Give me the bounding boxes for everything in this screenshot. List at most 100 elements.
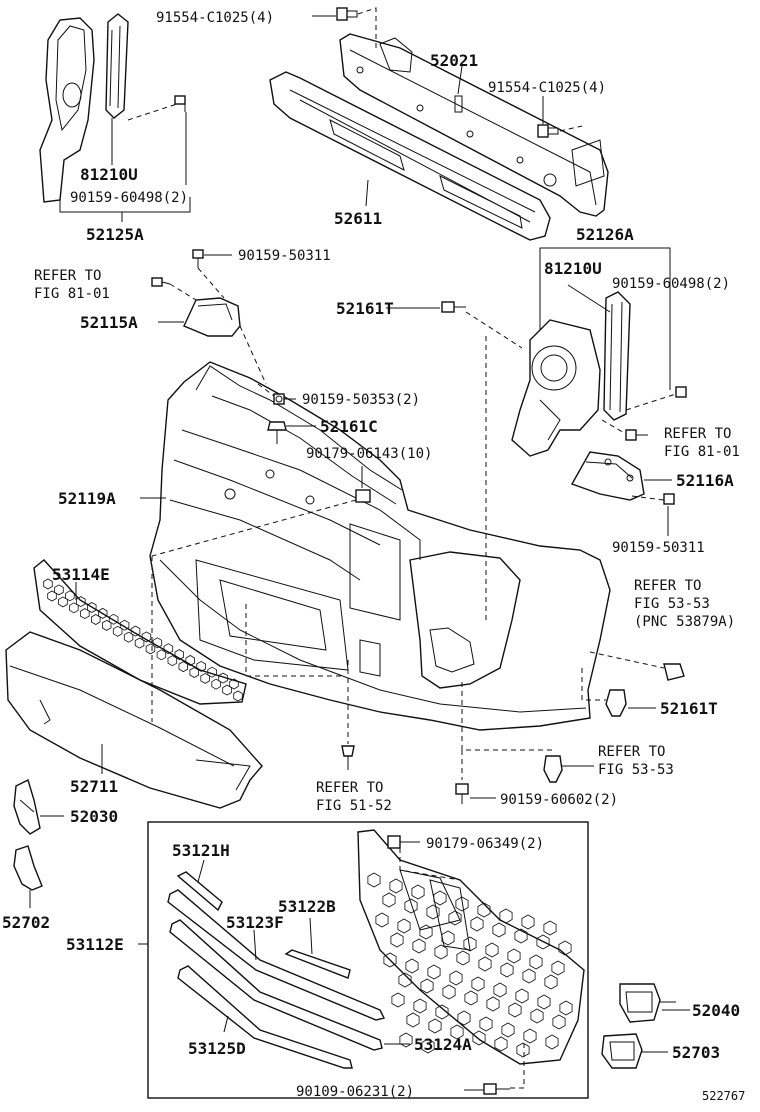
radiator-grille-illustration — [357, 829, 585, 1065]
retainer-right-illustration — [570, 451, 645, 501]
dash-screw-right — [625, 393, 677, 411]
label-bolt-right: 91554-C1025(4) — [488, 80, 606, 96]
leader-53121h — [197, 859, 205, 883]
dash-06349 — [399, 848, 461, 881]
dash-53879 — [589, 651, 665, 669]
dash-06143 — [151, 499, 357, 557]
clip-52161c-icon — [267, 421, 287, 444]
bolt-right-icon — [537, 124, 559, 138]
label-screw-left: 90159-60498(2) — [70, 190, 188, 206]
label-52126a: 52126A — [576, 225, 634, 244]
label-52125a: 52125A — [86, 225, 144, 244]
screw-50311-top-icon — [192, 249, 204, 268]
bumper-reinforcement-illustration — [339, 33, 609, 217]
label-52702: 52702 — [2, 913, 50, 932]
leader-52021 — [457, 65, 463, 95]
screw-50353-icon — [273, 393, 285, 405]
label-52711: 52711 — [70, 777, 118, 796]
label-ref-53-53-a-1: REFER TO — [634, 578, 701, 594]
label-ref-53-53-b-1: REFER TO — [598, 744, 665, 760]
leader-52611 — [365, 179, 369, 207]
leader-52126a — [539, 247, 671, 390]
dash-screw-left — [127, 102, 181, 121]
label-53125d: 53125D — [188, 1039, 246, 1058]
label-53123f: 53123F — [226, 913, 284, 932]
dash-52116a — [631, 495, 665, 501]
dash-52161t-bottom — [581, 668, 606, 701]
grille-assy-box — [147, 821, 589, 1099]
dash-retainer-left — [239, 325, 267, 385]
label-52161t-top: 52161T — [336, 299, 394, 318]
bracket-52703-illustration — [601, 1033, 643, 1069]
moulding-53123f-illustration — [167, 889, 386, 1021]
fastener-ref-53879a-icon — [663, 663, 685, 681]
nut-06349-icon — [387, 835, 401, 849]
leader-53122b — [309, 917, 313, 955]
label-ref-81-01-left-b: FIG 81-01 — [34, 286, 110, 302]
retainer-left-illustration — [183, 297, 241, 337]
lower-grille-illustration — [33, 559, 247, 705]
label-52611: 52611 — [334, 209, 382, 228]
label-ref-81-01-left-a: REFER TO — [34, 268, 101, 284]
energy-absorber-illustration — [269, 71, 551, 241]
screw-ref-right-icon — [625, 429, 648, 441]
label-06231: 90109-06231(2) — [296, 1084, 414, 1100]
label-50353: 90159-50353(2) — [302, 392, 420, 408]
label-53124a: 53124A — [414, 1035, 472, 1054]
screw-left-icon — [174, 95, 186, 112]
clip-06143-icon — [355, 489, 371, 503]
dash-lower-left — [245, 604, 342, 677]
fog-lamp-left-illustration — [39, 13, 129, 203]
moulding-53125d-illustration — [177, 965, 353, 1069]
screw-06231-icon — [483, 1083, 510, 1095]
leader-53123f — [253, 929, 257, 961]
clip-52161t-top-icon — [441, 301, 466, 313]
dash-ref-left — [169, 283, 197, 301]
bolt-top-icon — [336, 7, 358, 21]
dash-bolt-top — [357, 7, 377, 50]
label-52119a: 52119A — [58, 489, 116, 508]
label-ref-81-01-right-b: FIG 81-01 — [664, 444, 740, 460]
label-bolt-top: 91554-C1025(4) — [156, 10, 274, 26]
label-52115a: 52115A — [80, 313, 138, 332]
screw-right-icon — [675, 386, 687, 398]
label-ref-51-52-2: FIG 51-52 — [316, 798, 392, 814]
dash-50353 — [257, 383, 275, 397]
bracket-52702-illustration — [13, 845, 43, 891]
bumper-cover-illustration — [149, 361, 611, 731]
screw-50311-right-icon — [663, 493, 675, 505]
screw-60602-icon — [455, 783, 469, 804]
label-52040: 52040 — [692, 1001, 740, 1020]
label-ref-53-53-b-2: FIG 53-53 — [598, 762, 674, 778]
label-53121h: 53121H — [172, 841, 230, 860]
label-ref-53-53-a-3: (PNC 53879A) — [634, 614, 735, 630]
dash-6060 — [461, 682, 556, 751]
dash-06231 — [510, 1040, 525, 1089]
fog-lamp-right-illustration — [511, 291, 631, 457]
label-53122b: 53122B — [278, 897, 336, 916]
label-81210u-left: 81210U — [80, 165, 138, 184]
label-53112e: 53112E — [66, 935, 124, 954]
clip-ref-53-53-icon — [543, 755, 563, 783]
label-52161c: 52161C — [320, 417, 378, 436]
label-52021: 52021 — [430, 51, 478, 70]
label-81210u-right: 81210U — [544, 259, 602, 278]
front-spoiler-illustration — [5, 631, 263, 809]
dash-ref-right — [601, 419, 627, 435]
bracket-52030-illustration — [13, 779, 41, 835]
dash-50311-top — [197, 267, 225, 299]
label-06349: 90179-06349(2) — [426, 836, 544, 852]
label-52116a: 52116A — [676, 471, 734, 490]
label-52703: 52703 — [672, 1043, 720, 1062]
leader-53125d — [223, 1015, 229, 1033]
label-ref-51-52-1: REFER TO — [316, 780, 383, 796]
label-53114e: 53114E — [52, 565, 110, 584]
moulding-53124a-illustration — [169, 919, 383, 1051]
label-screw-right: 90159-60498(2) — [612, 276, 730, 292]
moulding-53121h-illustration — [176, 871, 223, 912]
dash-52161t-top — [465, 311, 523, 349]
diagram-id: 522767 — [702, 1089, 745, 1103]
label-06143: 90179-06143(10) — [306, 446, 432, 462]
leader-81210u-right — [567, 284, 611, 313]
